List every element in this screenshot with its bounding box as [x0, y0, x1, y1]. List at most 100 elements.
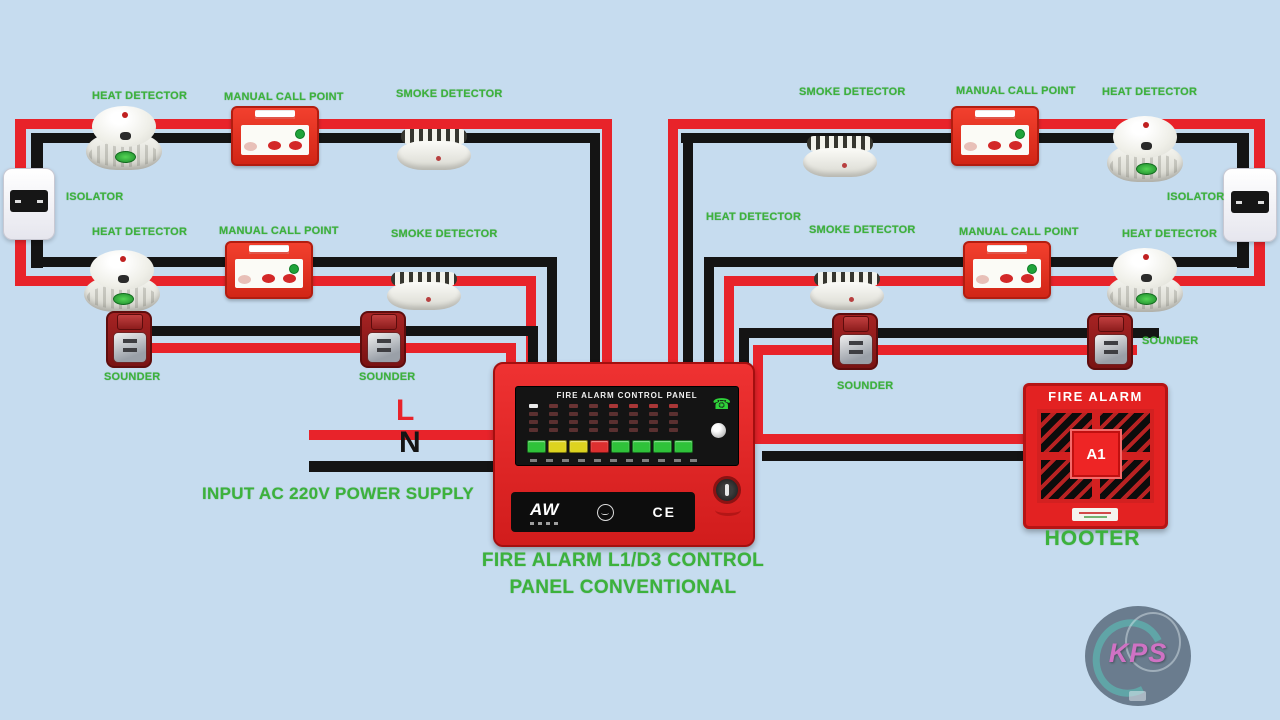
sounder — [106, 311, 152, 368]
wire-black — [704, 257, 714, 366]
component-label: SMOKE DETECTOR — [799, 86, 906, 98]
watermark-text: KPS — [1108, 638, 1168, 668]
detector-sensor-hole — [1141, 142, 1153, 151]
heat-detector — [83, 250, 161, 312]
call-point-glass — [972, 258, 1042, 288]
detector-indicator-dot — [435, 156, 441, 162]
sounder — [832, 313, 878, 370]
wire-red — [118, 343, 516, 353]
manual-call-point — [225, 241, 313, 299]
call-point-top-label — [248, 245, 290, 254]
sounder-strobe — [842, 315, 870, 332]
wire-red — [753, 434, 1025, 444]
wire-black — [739, 328, 749, 366]
panel-led — [669, 412, 678, 416]
wire-red — [602, 119, 612, 366]
component-label: HEAT DETECTOR — [1122, 228, 1218, 240]
component-label: SMOKE DETECTOR — [391, 228, 498, 240]
panel-button — [674, 440, 693, 453]
wire-red — [668, 119, 678, 366]
component-label: HEAT DETECTOR — [1102, 86, 1198, 98]
component-label: MANUAL CALL POINT — [959, 226, 1079, 238]
panel-button — [590, 440, 609, 453]
panel-led — [609, 420, 618, 424]
sounder-strobe — [370, 313, 398, 330]
component-label: SOUNDER — [1142, 335, 1199, 347]
detector-indicator-dot — [119, 255, 126, 262]
wire-black — [590, 133, 600, 366]
panel-led-grid — [529, 404, 697, 440]
hooter-badge: A1 — [1070, 429, 1122, 479]
panel-led — [589, 428, 598, 432]
panel-led — [609, 428, 618, 432]
panel-led — [529, 412, 538, 416]
component-label: MANUAL CALL POINT — [956, 85, 1076, 97]
panel-led — [589, 404, 598, 408]
call-point-glass — [234, 258, 304, 288]
manual-call-point — [951, 106, 1039, 166]
phone-icon: ☎ — [712, 396, 731, 413]
hooter-label: HOOTER — [1044, 527, 1141, 550]
detector-green-led — [1135, 162, 1157, 175]
panel-button-row — [527, 440, 707, 453]
panel-led — [649, 428, 658, 432]
panel-button — [569, 440, 588, 453]
light-bulb-icon — [1125, 612, 1181, 672]
component-label: SOUNDER — [104, 371, 161, 383]
detector-base — [83, 276, 161, 312]
detector-green-led — [112, 293, 134, 306]
power-supply-caption: INPUT AC 220V POWER SUPPLY — [202, 484, 474, 503]
component-label: HEAT DETECTOR — [92, 90, 188, 102]
panel-key-lock — [713, 476, 741, 504]
panel-button — [653, 440, 672, 453]
panel-led — [609, 404, 618, 408]
sounder — [360, 311, 406, 368]
panel-led — [649, 412, 658, 416]
smoke-vent-band — [391, 271, 457, 286]
sounder-horn — [1093, 334, 1129, 365]
panel-display: FIRE ALARM CONTROL PANEL ☎ — [515, 386, 739, 466]
panel-led — [649, 404, 658, 408]
panel-led — [629, 428, 638, 432]
panel-led — [569, 428, 578, 432]
detector-base — [810, 282, 884, 310]
panel-led — [629, 404, 638, 408]
panel-button — [527, 440, 546, 453]
detector-base — [803, 147, 877, 177]
wire-red — [753, 345, 763, 444]
wire-red — [309, 430, 501, 440]
panel-led — [629, 412, 638, 416]
kps-watermark-logo: KPS — [1082, 606, 1191, 707]
panel-fine-text — [530, 459, 700, 462]
heat-detector — [1106, 116, 1184, 182]
panel-caption: FIRE ALARM L1/D3 CONTROL PANEL CONVENTIO… — [468, 547, 778, 601]
isolator-right — [1223, 168, 1277, 242]
manual-call-point — [963, 241, 1051, 299]
detector-base — [387, 282, 461, 310]
isolator-window — [10, 190, 48, 212]
sounder-horn — [112, 332, 148, 363]
isolator-window — [1230, 190, 1270, 214]
panel-button — [611, 440, 630, 453]
smoke-detector — [801, 113, 879, 177]
panel-lower-strip: AW CE — [511, 492, 695, 532]
fire-alarm-control-panel: FIRE ALARM CONTROL PANEL ☎ AW CE — [493, 362, 755, 547]
hooter-device: FIRE ALARM A1 — [1023, 383, 1168, 529]
panel-led — [569, 412, 578, 416]
detector-green-led — [114, 150, 136, 163]
detector-indicator-dot — [1142, 253, 1149, 260]
wire-red — [724, 276, 734, 366]
heat-detector — [85, 106, 163, 170]
detector-indicator-dot — [848, 296, 854, 302]
panel-led — [569, 420, 578, 424]
panel-led — [549, 420, 558, 424]
wire-red — [753, 345, 1137, 355]
smoke-detector — [808, 250, 886, 310]
wire-red — [506, 343, 516, 366]
detector-sensor-hole — [1141, 273, 1153, 282]
component-label: MANUAL CALL POINT — [219, 225, 339, 237]
call-point-top-label — [974, 110, 1016, 120]
panel-button — [548, 440, 567, 453]
hooter-title: FIRE ALARM — [1048, 389, 1143, 404]
